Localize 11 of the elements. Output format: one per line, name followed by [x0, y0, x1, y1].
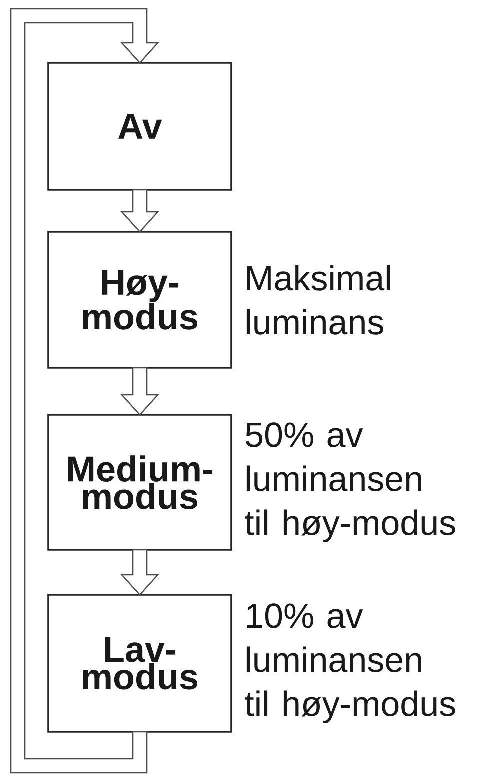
hollow-arrow: [120, 189, 160, 233]
description-text: 10% av luminansen til høy-modus: [245, 604, 456, 724]
state-box: Medium- modus: [48, 414, 232, 551]
hollow-arrow: [120, 549, 160, 596]
state-box: Lav- modus: [48, 594, 232, 733]
hollow-arrow: [10, 8, 160, 774]
state-box: Høy- modus: [48, 231, 232, 369]
state-box: Av: [48, 62, 232, 191]
hollow-arrow: [120, 367, 160, 416]
description-text: Maksimal luminans: [246, 265, 390, 335]
description-text: 50% av luminansen til høy-modus: [245, 422, 456, 542]
